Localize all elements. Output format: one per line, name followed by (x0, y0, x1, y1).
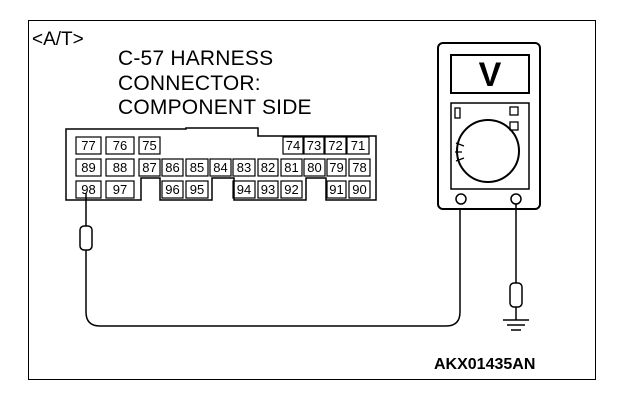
pin-cell (280, 180, 303, 199)
pin-cell (232, 180, 256, 199)
pin-label: 84 (213, 160, 227, 175)
voltage-mode-symbol: V (479, 56, 502, 94)
pin-cell (185, 180, 209, 199)
ground-lead (509, 204, 523, 320)
pin-label: 77 (81, 138, 95, 153)
pin-label: 80 (307, 160, 321, 175)
probe-lead (79, 193, 461, 327)
pin-label: 87 (142, 160, 156, 175)
voltmeter-icon (437, 42, 541, 210)
pin-label: 81 (284, 160, 298, 175)
pin-label: 82 (261, 160, 275, 175)
pin-label: 71 (351, 138, 365, 153)
pin-cell (303, 158, 326, 177)
figure-code: AKX01435AN (434, 356, 536, 373)
pin-label: 92 (284, 182, 298, 197)
pin-cell (348, 180, 371, 199)
pin-label: 88 (113, 160, 127, 175)
pin-cell (161, 180, 184, 199)
pin-cell (138, 136, 161, 155)
pin-cell (346, 136, 370, 155)
pin-label: 74 (286, 138, 300, 153)
pin-cell (326, 180, 347, 199)
pin-cell (75, 136, 102, 155)
pin-label: 94 (237, 182, 251, 197)
pin-label: 75 (142, 138, 156, 153)
pin-label: 78 (352, 160, 366, 175)
pin-cell (75, 180, 102, 199)
connector-title-line-2: CONNECTOR: (118, 72, 261, 95)
connector-outline (65, 127, 377, 201)
pin-cell (324, 136, 347, 155)
pin-cell (105, 158, 135, 177)
pin-cell (326, 158, 347, 177)
pin-label: 86 (165, 160, 179, 175)
connector-title-line-1: C-57 HARNESS (118, 47, 274, 70)
pin-label: 89 (81, 160, 95, 175)
connector-pins: 77 76 75 74 73 72 71 89 88 87 86 85 84 83 82 81 80 79 78 98… (75, 136, 371, 199)
connector-title-line-3: COMPONENT SIDE (118, 96, 312, 119)
pin-label: 97 (113, 182, 127, 197)
pin-cell (257, 158, 279, 177)
pin-cell (282, 136, 304, 155)
pin-cell (105, 136, 135, 155)
pin-label: 76 (113, 138, 127, 153)
pin-cell (161, 158, 184, 177)
diagram-frame (28, 20, 596, 380)
pin-label: 79 (329, 160, 343, 175)
pin-cell (209, 158, 232, 177)
pin-cell (303, 136, 325, 155)
at-tag: <A/T> (32, 29, 84, 50)
pin-cell (185, 158, 209, 177)
pin-label: 98 (81, 182, 95, 197)
pin-cell (348, 158, 371, 177)
pin-cell (280, 158, 303, 177)
pin-label: 85 (190, 160, 204, 175)
pin-cell (138, 158, 161, 177)
pin-cell (257, 180, 279, 199)
pin-label: 73 (307, 138, 321, 153)
pin-label: 90 (352, 182, 366, 197)
ground-symbol-icon (503, 319, 529, 331)
pin-cell (105, 180, 135, 199)
pin-label: 72 (328, 138, 342, 153)
pin-label: 96 (165, 182, 179, 197)
pin-cell (232, 158, 256, 177)
pin-cell (75, 158, 102, 177)
pin-label: 93 (261, 182, 275, 197)
pin-label: 83 (237, 160, 251, 175)
pin-label: 95 (190, 182, 204, 197)
pin-label: 91 (329, 182, 343, 197)
